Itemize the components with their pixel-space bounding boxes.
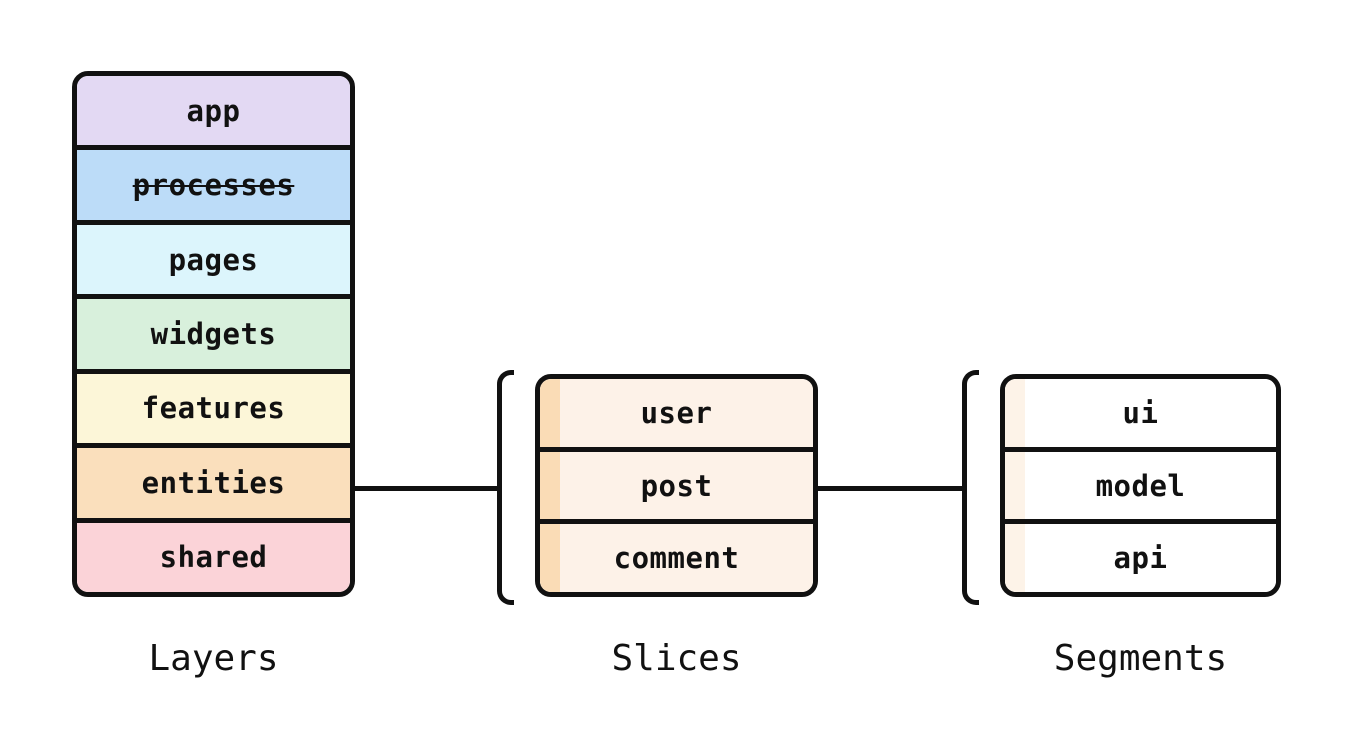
layer-label-processes: processes	[132, 168, 295, 203]
segment-row-ui: ui	[1005, 379, 1276, 447]
slice-stripe	[540, 379, 560, 447]
layer-label-app: app	[186, 93, 241, 128]
segment-row-api: api	[1005, 519, 1276, 592]
slice-label-post: post	[640, 468, 713, 503]
slice-stripe	[540, 524, 560, 592]
layer-row-entities: entities	[77, 443, 350, 518]
layers-title: Layers	[148, 638, 279, 679]
slice-row-comment: comment	[540, 519, 813, 592]
layer-label-features: features	[141, 391, 286, 426]
segments-box: ui model api	[1000, 374, 1281, 597]
slices-title: Slices	[611, 638, 742, 679]
slice-row-user: user	[540, 379, 813, 447]
segments-title: Segments	[1053, 638, 1228, 679]
layers-box: app processes pages widgets features ent…	[72, 71, 355, 597]
layer-row-widgets: widgets	[77, 294, 350, 369]
layer-row-processes: processes	[77, 145, 350, 220]
layer-label-shared: shared	[159, 540, 268, 575]
layer-label-pages: pages	[168, 242, 259, 277]
segment-stripe	[1005, 379, 1025, 447]
layer-label-widgets: widgets	[150, 316, 277, 351]
segment-label-api: api	[1113, 541, 1168, 576]
slice-label-comment: comment	[613, 541, 740, 576]
layer-row-shared: shared	[77, 517, 350, 592]
segments-bracket-icon	[962, 370, 979, 605]
segment-stripe	[1005, 451, 1025, 520]
layer-row-app: app	[77, 76, 350, 146]
connector-slices-to-segments	[815, 486, 967, 491]
layer-row-features: features	[77, 368, 350, 444]
connector-entities-to-slices	[352, 486, 502, 491]
slices-bracket-icon	[497, 370, 514, 605]
slice-row-post: post	[540, 446, 813, 520]
segment-stripe	[1005, 524, 1025, 592]
slice-label-user: user	[640, 395, 713, 430]
segment-label-ui: ui	[1122, 395, 1159, 430]
layer-row-pages: pages	[77, 219, 350, 295]
segment-label-model: model	[1095, 468, 1186, 503]
slices-box: user post comment	[535, 374, 818, 597]
slice-stripe	[540, 451, 560, 520]
layer-label-entities: entities	[141, 465, 286, 500]
segment-row-model: model	[1005, 446, 1276, 520]
